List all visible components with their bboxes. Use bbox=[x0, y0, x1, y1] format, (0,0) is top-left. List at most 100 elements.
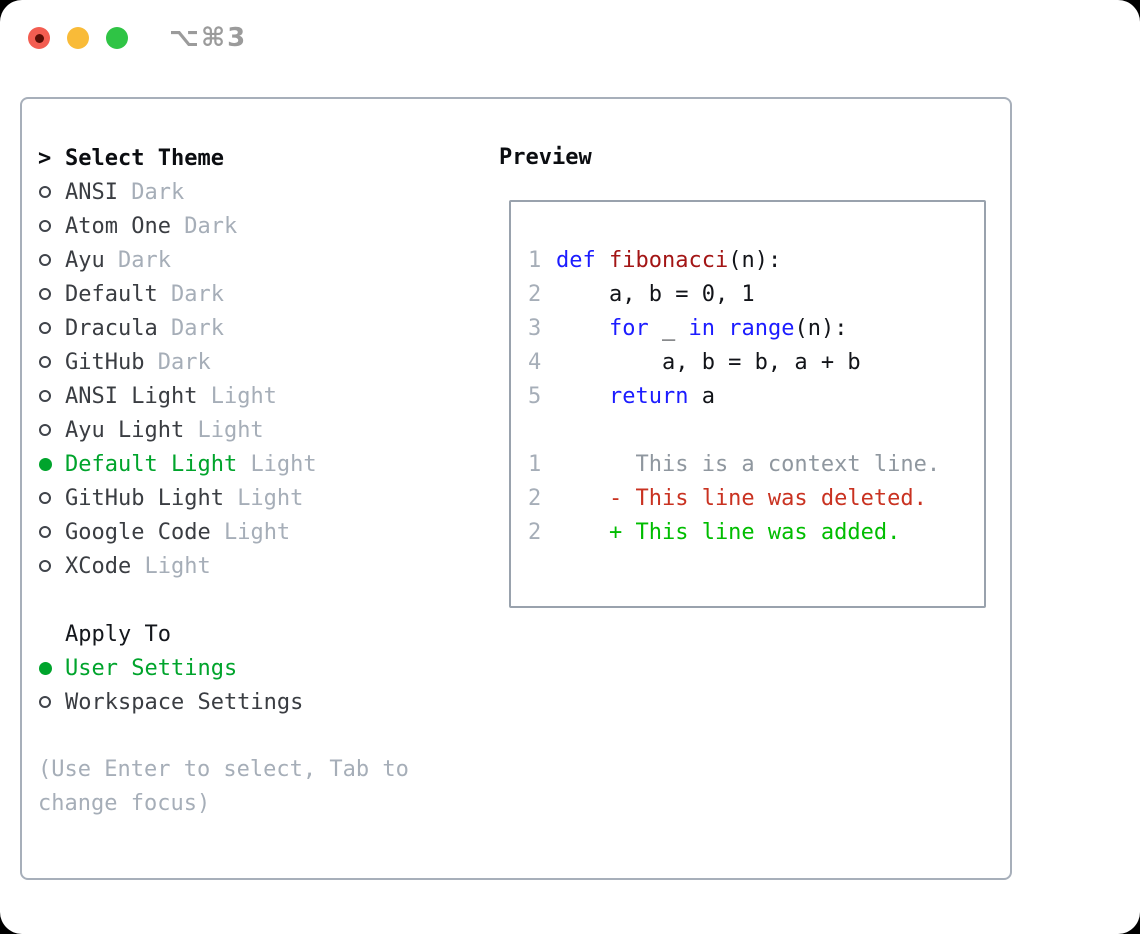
theme-variant: Light bbox=[250, 451, 317, 477]
radio-icon bbox=[38, 254, 65, 266]
code-segment: a bbox=[688, 384, 715, 409]
radio-icon bbox=[38, 356, 65, 368]
theme-name: GitHub Light bbox=[65, 485, 238, 511]
code-segment bbox=[715, 316, 728, 341]
theme-name: Ayu Light bbox=[65, 417, 198, 443]
line-number: 2 bbox=[528, 282, 542, 307]
code-segment: - This line was deleted. bbox=[556, 486, 927, 511]
apply-option-label: User Settings bbox=[65, 655, 238, 681]
spacer bbox=[38, 719, 490, 753]
theme-variant: Light bbox=[197, 417, 264, 443]
code-segment: (n): bbox=[728, 248, 782, 273]
theme-option-default-dark[interactable]: Default Dark bbox=[38, 277, 490, 311]
line-content: def fibonacci(n): bbox=[556, 244, 781, 278]
line-content: This is a context line. bbox=[556, 448, 940, 482]
preview-line: 2 a, b = 0, 1 bbox=[528, 278, 940, 312]
select-theme-header: > Select Theme bbox=[38, 141, 490, 175]
line-content: for _ in range(n): bbox=[556, 312, 847, 346]
preview-line bbox=[528, 414, 940, 448]
theme-name: Ayu bbox=[65, 247, 118, 273]
theme-name: ANSI bbox=[65, 179, 132, 205]
preview-line: 1 This is a context line. bbox=[528, 448, 940, 482]
theme-name: GitHub bbox=[65, 349, 158, 375]
theme-name: ANSI Light bbox=[65, 383, 211, 409]
theme-option-default-light-light[interactable]: Default Light Light bbox=[38, 447, 490, 481]
line-number: 5 bbox=[528, 384, 542, 409]
theme-option-atom-one-dark[interactable]: Atom One Dark bbox=[38, 209, 490, 243]
radio-icon bbox=[38, 390, 65, 402]
theme-name: Google Code bbox=[65, 519, 224, 545]
theme-name: Atom One bbox=[65, 213, 185, 239]
preview-line: 1 def fibonacci(n): bbox=[528, 244, 940, 278]
line-number: 1 bbox=[528, 248, 542, 273]
radio-selected-icon bbox=[38, 457, 65, 471]
line-content: a, b = b, a + b bbox=[556, 346, 861, 380]
radio-selected-icon bbox=[38, 661, 65, 675]
theme-name: Default bbox=[65, 281, 171, 307]
radio-icon bbox=[38, 424, 65, 436]
code-segment: def bbox=[556, 248, 596, 273]
code-segment: a, b = b, a + b bbox=[556, 350, 861, 375]
zoom-button[interactable] bbox=[106, 27, 128, 49]
theme-variant: Light bbox=[210, 383, 277, 409]
theme-option-dracula-dark[interactable]: Dracula Dark bbox=[38, 311, 490, 345]
code-segment: for bbox=[608, 316, 649, 341]
hint-text: (Use Enter to select, Tab to change focu… bbox=[38, 757, 409, 816]
preview-line: 5 return a bbox=[528, 380, 940, 414]
preview-title: Preview bbox=[499, 145, 592, 170]
theme-variant: Dark bbox=[184, 213, 238, 239]
radio-icon bbox=[38, 696, 65, 708]
line-content: a, b = 0, 1 bbox=[556, 278, 755, 312]
theme-variant: Dark bbox=[117, 247, 171, 273]
close-button[interactable] bbox=[28, 27, 50, 49]
preview-line: 2 - This line was deleted. bbox=[528, 482, 940, 516]
window-shortcut-label: ⌥⌘3 bbox=[169, 23, 248, 53]
preview-line: 2 + This line was added. bbox=[528, 516, 940, 550]
code-segment: + This line was added. bbox=[556, 520, 901, 545]
apply-option-user-settings[interactable]: User Settings bbox=[38, 651, 490, 685]
line-content: + This line was added. bbox=[556, 516, 900, 550]
code-segment bbox=[556, 316, 609, 341]
radio-icon bbox=[38, 186, 65, 198]
theme-option-xcode-light[interactable]: XCode Light bbox=[38, 549, 490, 583]
code-segment bbox=[596, 248, 609, 273]
theme-variant: Dark bbox=[170, 281, 224, 307]
theme-option-google-code-light[interactable]: Google Code Light bbox=[38, 515, 490, 549]
theme-variant: Light bbox=[223, 519, 291, 545]
theme-option-ansi-dark[interactable]: ANSI Dark bbox=[38, 175, 490, 209]
theme-option-ayu-dark[interactable]: Ayu Dark bbox=[38, 243, 490, 277]
line-number: 4 bbox=[528, 350, 542, 375]
theme-option-github-dark[interactable]: GitHub Dark bbox=[38, 345, 490, 379]
theme-name: XCode bbox=[65, 553, 145, 579]
radio-icon bbox=[38, 526, 65, 538]
prompt-caret: > bbox=[38, 145, 52, 171]
select-theme-title: Select Theme bbox=[65, 145, 224, 171]
apply-option-workspace-settings[interactable]: Workspace Settings bbox=[38, 685, 490, 719]
line-number: 1 bbox=[528, 452, 542, 477]
radio-icon bbox=[38, 322, 65, 334]
line-content: - This line was deleted. bbox=[556, 482, 927, 516]
theme-option-github-light-light[interactable]: GitHub Light Light bbox=[38, 481, 490, 515]
radio-icon bbox=[38, 492, 65, 504]
apply-to-header: Apply To bbox=[38, 617, 490, 651]
radio-icon bbox=[38, 220, 65, 232]
code-segment bbox=[556, 384, 609, 409]
titlebar: ⌥⌘3 bbox=[28, 23, 247, 53]
line-number: 3 bbox=[528, 316, 542, 341]
theme-variant: Light bbox=[144, 553, 211, 579]
apply-to-title: Apply To bbox=[65, 621, 171, 647]
theme-option-ansi-light-light[interactable]: ANSI Light Light bbox=[38, 379, 490, 413]
line-number: 2 bbox=[528, 520, 542, 545]
code-segment: range bbox=[728, 316, 795, 341]
minimize-button[interactable] bbox=[67, 27, 89, 49]
theme-option-ayu-light-light[interactable]: Ayu Light Light bbox=[38, 413, 490, 447]
apply-option-label: Workspace Settings bbox=[65, 689, 304, 715]
preview-line: 4 a, b = b, a + b bbox=[528, 346, 940, 380]
code-segment: a, b = 0, 1 bbox=[556, 282, 755, 307]
